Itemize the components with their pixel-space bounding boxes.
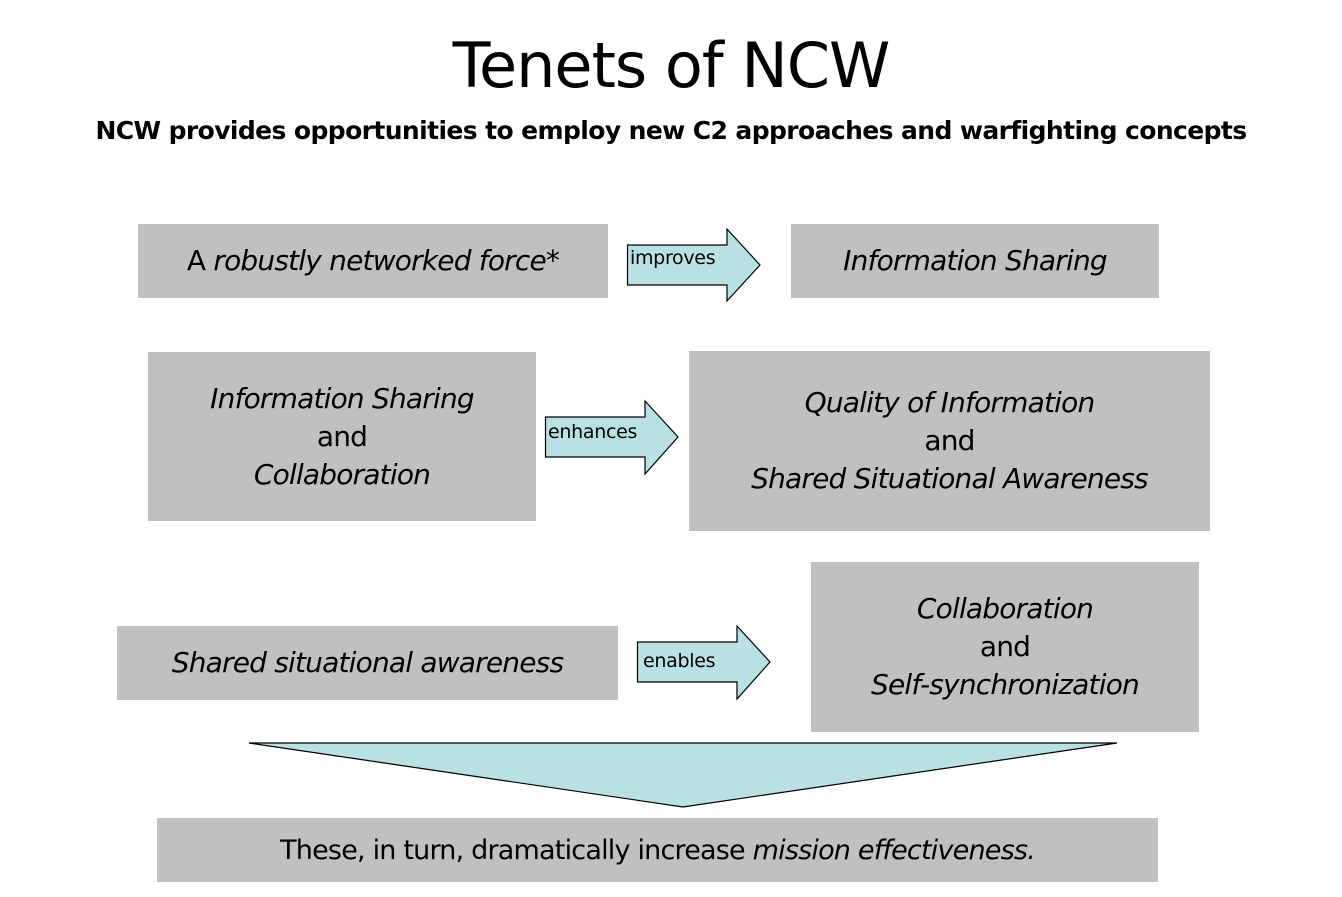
quality-awareness-box: Quality of Information and Shared Situat… [689,351,1210,531]
right-arrow-icon [636,624,771,701]
info-sharing-line: Information Sharing [210,381,475,415]
conclusion-prefix: These, in turn, dramatically increase [280,834,746,866]
mission-effectiveness-text: mission effectiveness. [752,834,1036,866]
robust-network-box: A robustly networked force* [138,224,608,298]
self-synchronization-line: Self-synchronization [871,668,1140,701]
robust-network-text: robustly networked force* [213,244,560,277]
information-sharing-box: Information Sharing [791,224,1159,298]
robust-network-prefix: A [186,244,206,277]
shared-awareness-line: Shared Situational Awareness [751,462,1149,495]
enables-label: enables [643,650,716,672]
collaboration-line: Collaboration [253,457,431,491]
mission-effectiveness-box: These, in turn, dramatically increase mi… [157,818,1158,882]
info-sharing-collaboration-box: Information Sharing and Collaboration [148,352,536,521]
collaboration-sync-box: Collaboration and Self-synchronization [811,562,1199,732]
and-connector: and [979,630,1031,663]
shared-situational-awareness-box: Shared situational awareness [117,626,618,700]
collaboration-line: Collaboration [916,592,1094,625]
slide-title: Tenets of NCW [452,29,891,102]
shared-situational-awareness-text: Shared situational awareness [171,646,564,679]
funnel-triangle [248,742,1118,808]
and-connector: and [924,424,975,457]
information-sharing-text: Information Sharing [843,244,1108,277]
improves-arrow: improves [626,227,761,303]
enhances-label: enhances [548,421,638,443]
and-connector: and [316,419,368,453]
right-arrow-icon [626,227,761,303]
enables-arrow: enables [636,624,771,701]
slide-subtitle: NCW provides opportunities to employ new… [95,116,1247,145]
enhances-arrow: enhances [544,399,679,476]
quality-information-line: Quality of Information [804,386,1096,419]
improves-label: improves [630,247,716,269]
right-arrow-icon [544,399,679,476]
